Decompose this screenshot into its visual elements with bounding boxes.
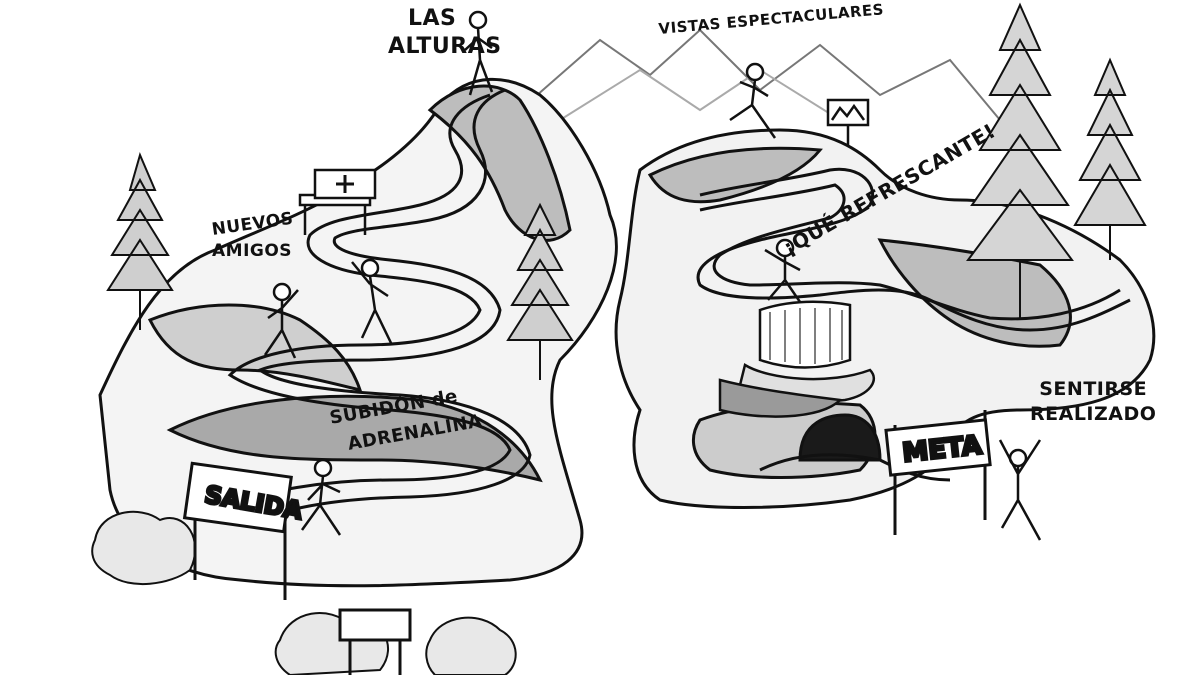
finish-sign-text: META xyxy=(901,431,983,469)
viewpoint-sign xyxy=(826,98,870,145)
runner-vista xyxy=(729,62,777,139)
first-aid-station xyxy=(298,168,377,235)
label-sentirse-line2: REALIZADO xyxy=(1030,403,1157,425)
runner-top xyxy=(464,10,494,96)
winding-trail-right xyxy=(696,167,1131,332)
runner-waterfall xyxy=(764,238,802,303)
pine-tree-middle xyxy=(506,202,574,380)
pine-tree-left xyxy=(106,152,174,330)
bench xyxy=(338,608,412,675)
label-las-alturas: LAS ALTURAS xyxy=(388,8,502,58)
pine-tree-far-right xyxy=(1073,57,1147,260)
left-hill xyxy=(98,77,618,588)
label-las-alturas-line2: ALTURAS xyxy=(388,34,502,59)
label-sentirse-line1: SENTIRSE xyxy=(1039,378,1148,400)
runner-adrenaline xyxy=(300,458,342,536)
winding-trail-left xyxy=(214,88,532,527)
runner-friend-2 xyxy=(351,258,394,346)
runner-friend-1 xyxy=(263,282,299,359)
bushes xyxy=(91,510,517,675)
label-subidon: SUBIDÓN de ADRENALINA xyxy=(328,386,484,455)
label-nuevos-amigos-line2: AMIGOS xyxy=(212,241,293,261)
waterfall xyxy=(718,300,876,418)
runner-finish xyxy=(998,439,1042,541)
label-sentirse: SENTIRSE REALIZADO xyxy=(1030,380,1156,424)
finish-sign: META xyxy=(884,410,992,535)
tunnel xyxy=(759,413,951,482)
label-nuevos-amigos: NUEVOS AMIGOS xyxy=(211,209,295,261)
label-las-alturas-line1: LAS xyxy=(408,6,457,31)
pine-tree-tall-right xyxy=(966,2,1074,320)
start-sign: SALIDA xyxy=(182,461,306,600)
